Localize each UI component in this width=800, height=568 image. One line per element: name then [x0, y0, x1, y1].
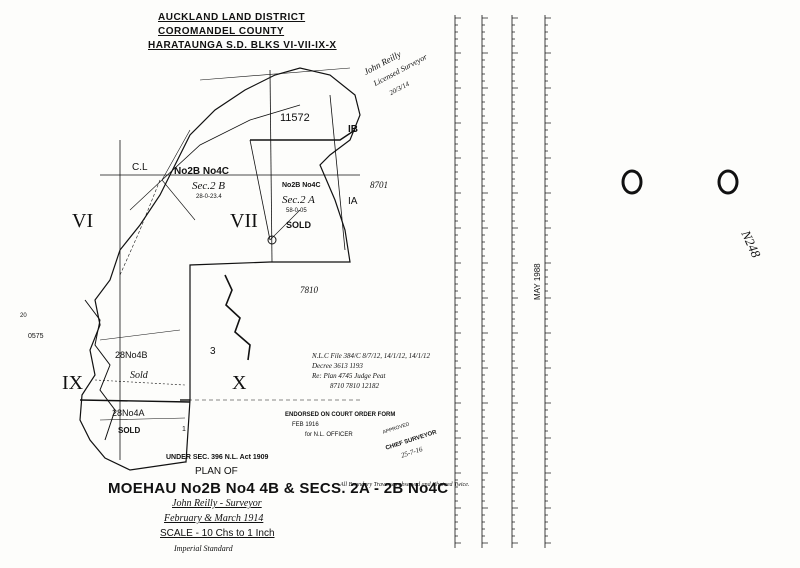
note-endorsed-signature: for N.L. OFFICER: [305, 432, 353, 438]
block-label-vii: VII: [230, 210, 258, 232]
header-county: COROMANDEL COUNTY: [158, 26, 285, 37]
label-area-3: 3: [210, 346, 216, 357]
title-plan-of: PLAN OF: [195, 466, 238, 477]
label-28no4a: 28No4A: [112, 408, 145, 418]
header-land-district: AUCKLAND LAND DISTRICT: [158, 12, 306, 23]
note-nlc-file-2: Decree 3613 1193: [312, 362, 363, 370]
title-scale: SCALE - 10 Chs to 1 Inch: [160, 528, 275, 539]
note-endorsed: ENDORSED ON COURT ORDER FORM: [285, 412, 396, 418]
block-label-x: X: [232, 372, 247, 394]
note-nlc-file-1: N.L.C File 384/C 8/7/12, 14/1/12, 14/1/1…: [312, 352, 431, 360]
note-nlc-file-4: 8710 7810 12182: [330, 382, 379, 390]
label-sec2b-number: No2B No4C: [174, 166, 230, 177]
title-surveyor: John Reilly - Surveyor: [172, 498, 262, 509]
archive-date-stamp: MAY 1988: [533, 263, 542, 300]
title-standard: Imperial Standard: [174, 544, 233, 553]
label-cl: C.L: [132, 162, 148, 173]
note-under-section: UNDER SEC. 396 N.L. Act 1909: [166, 454, 269, 461]
block-label-ix: IX: [62, 372, 84, 394]
label-sold-upper: SOLD: [286, 220, 312, 230]
label-sec2b: Sec.2 B: [192, 180, 225, 192]
label-0575: 0575: [28, 333, 44, 340]
header-survey-district: HARATAUNGA S.D. BLKS VI-VII-IX-X: [148, 40, 337, 51]
label-1: 1: [182, 426, 186, 433]
label-ia: IA: [348, 196, 358, 207]
note-traverses: All Boundary Traverses observed and Chai…: [340, 482, 470, 488]
label-8701: 8701: [370, 180, 388, 190]
label-sec2a-number: No2B No4C: [282, 182, 321, 189]
label-7810: 7810: [300, 285, 318, 295]
title-main: MOEHAU No2B No4 4B & SECS. 2A - 2B No4C: [108, 480, 449, 497]
note-nlc-file-3: Re: Plan 4745 Judge Peat: [312, 372, 386, 380]
label-sec2b-area: 28-0-23.4: [196, 194, 222, 200]
label-sold-mid: Sold: [130, 370, 148, 381]
label-sec2a-area: 58-0-05: [286, 208, 307, 214]
block-label-vi: VI: [72, 210, 94, 232]
title-date: February & March 1914: [164, 513, 264, 524]
note-endorsed-date: FEB 1916: [292, 422, 319, 428]
label-ib: IB: [348, 124, 358, 135]
label-sold-lower: SOLD: [118, 426, 141, 435]
label-28no4b: 28No4B: [115, 350, 148, 360]
label-20: 20: [20, 313, 27, 319]
label-block-11572: 11572: [280, 112, 310, 124]
label-sec2a: Sec.2 A: [282, 194, 315, 206]
